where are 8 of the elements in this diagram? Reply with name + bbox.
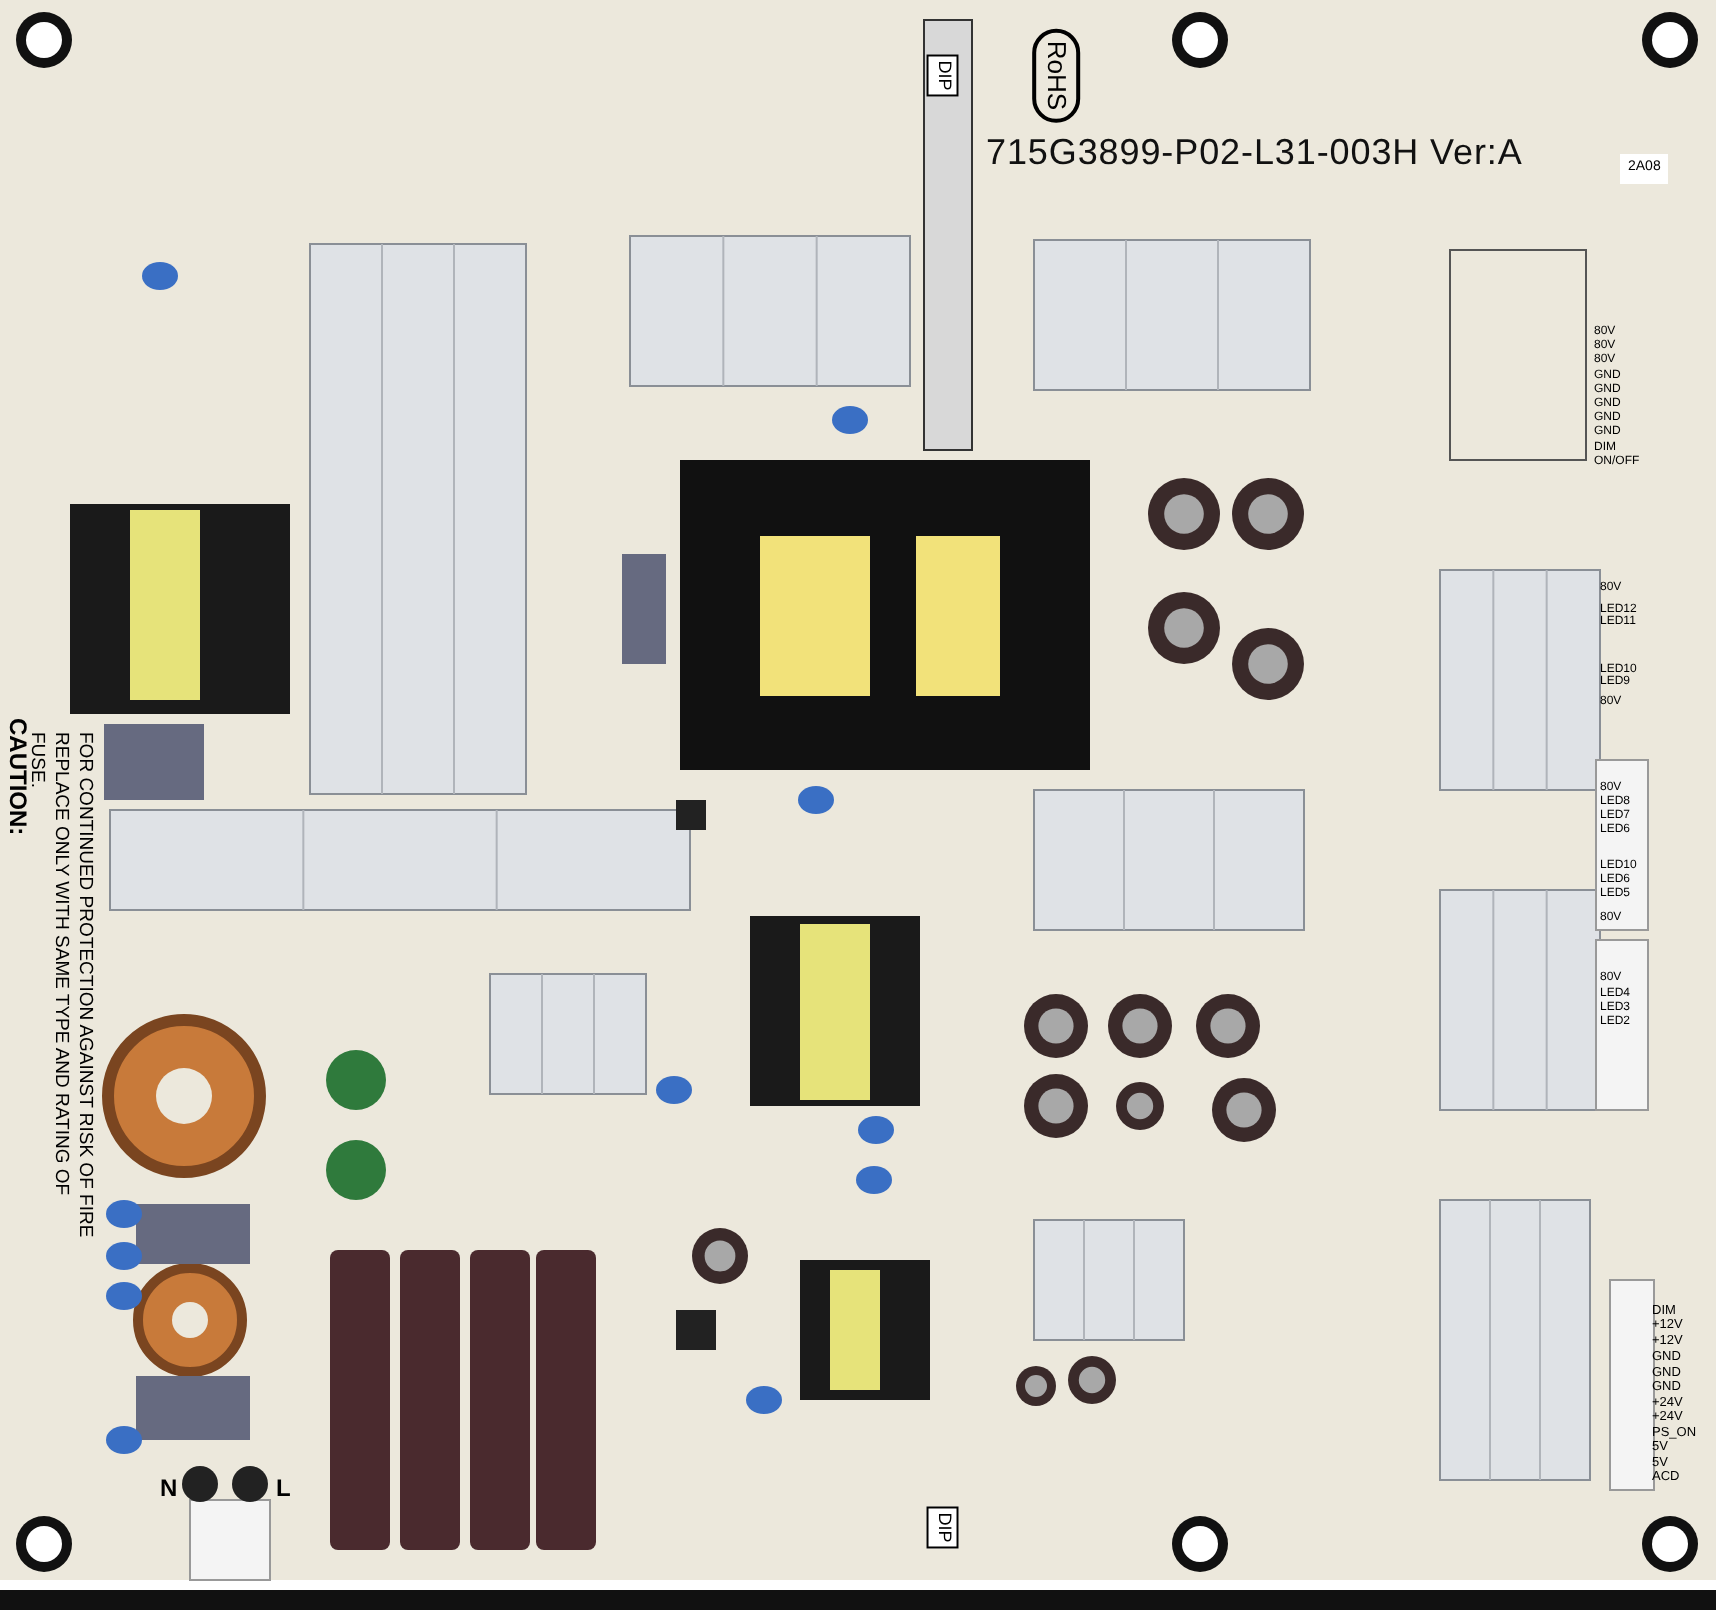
board-model-number: 715G3899-P02-L31-003H Ver:A xyxy=(986,130,1523,176)
terminal-label: N xyxy=(160,1472,178,1506)
caution-heading: CAUTION: xyxy=(2,718,32,840)
dip-marking: DIP xyxy=(927,1506,959,1549)
rohs-mark: RoHS xyxy=(1033,28,1081,123)
dip-marking: DIP xyxy=(927,54,959,97)
caution-text: FOR CONTINUED PROTECTION AGAINST RISK OF FIRE REPLACE ONLY WITH SAME TYPE AND RATING OF FUSE. xyxy=(26,732,96,1242)
terminal-label: L xyxy=(276,1472,291,1506)
